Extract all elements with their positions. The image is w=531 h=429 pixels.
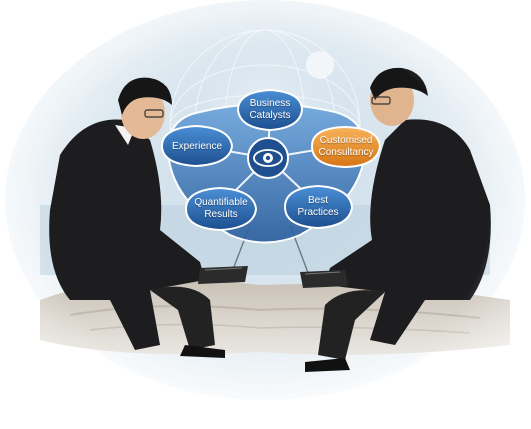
label-best-practices: Best Practices [297,195,339,218]
label-customised-consultancy: Customised Consultancy [318,135,374,158]
label-business-catalysts: Business Catalysts [249,98,291,121]
label-quantifiable-results: Quantifiable Results [194,197,248,220]
label-experience: Experience [171,141,223,152]
